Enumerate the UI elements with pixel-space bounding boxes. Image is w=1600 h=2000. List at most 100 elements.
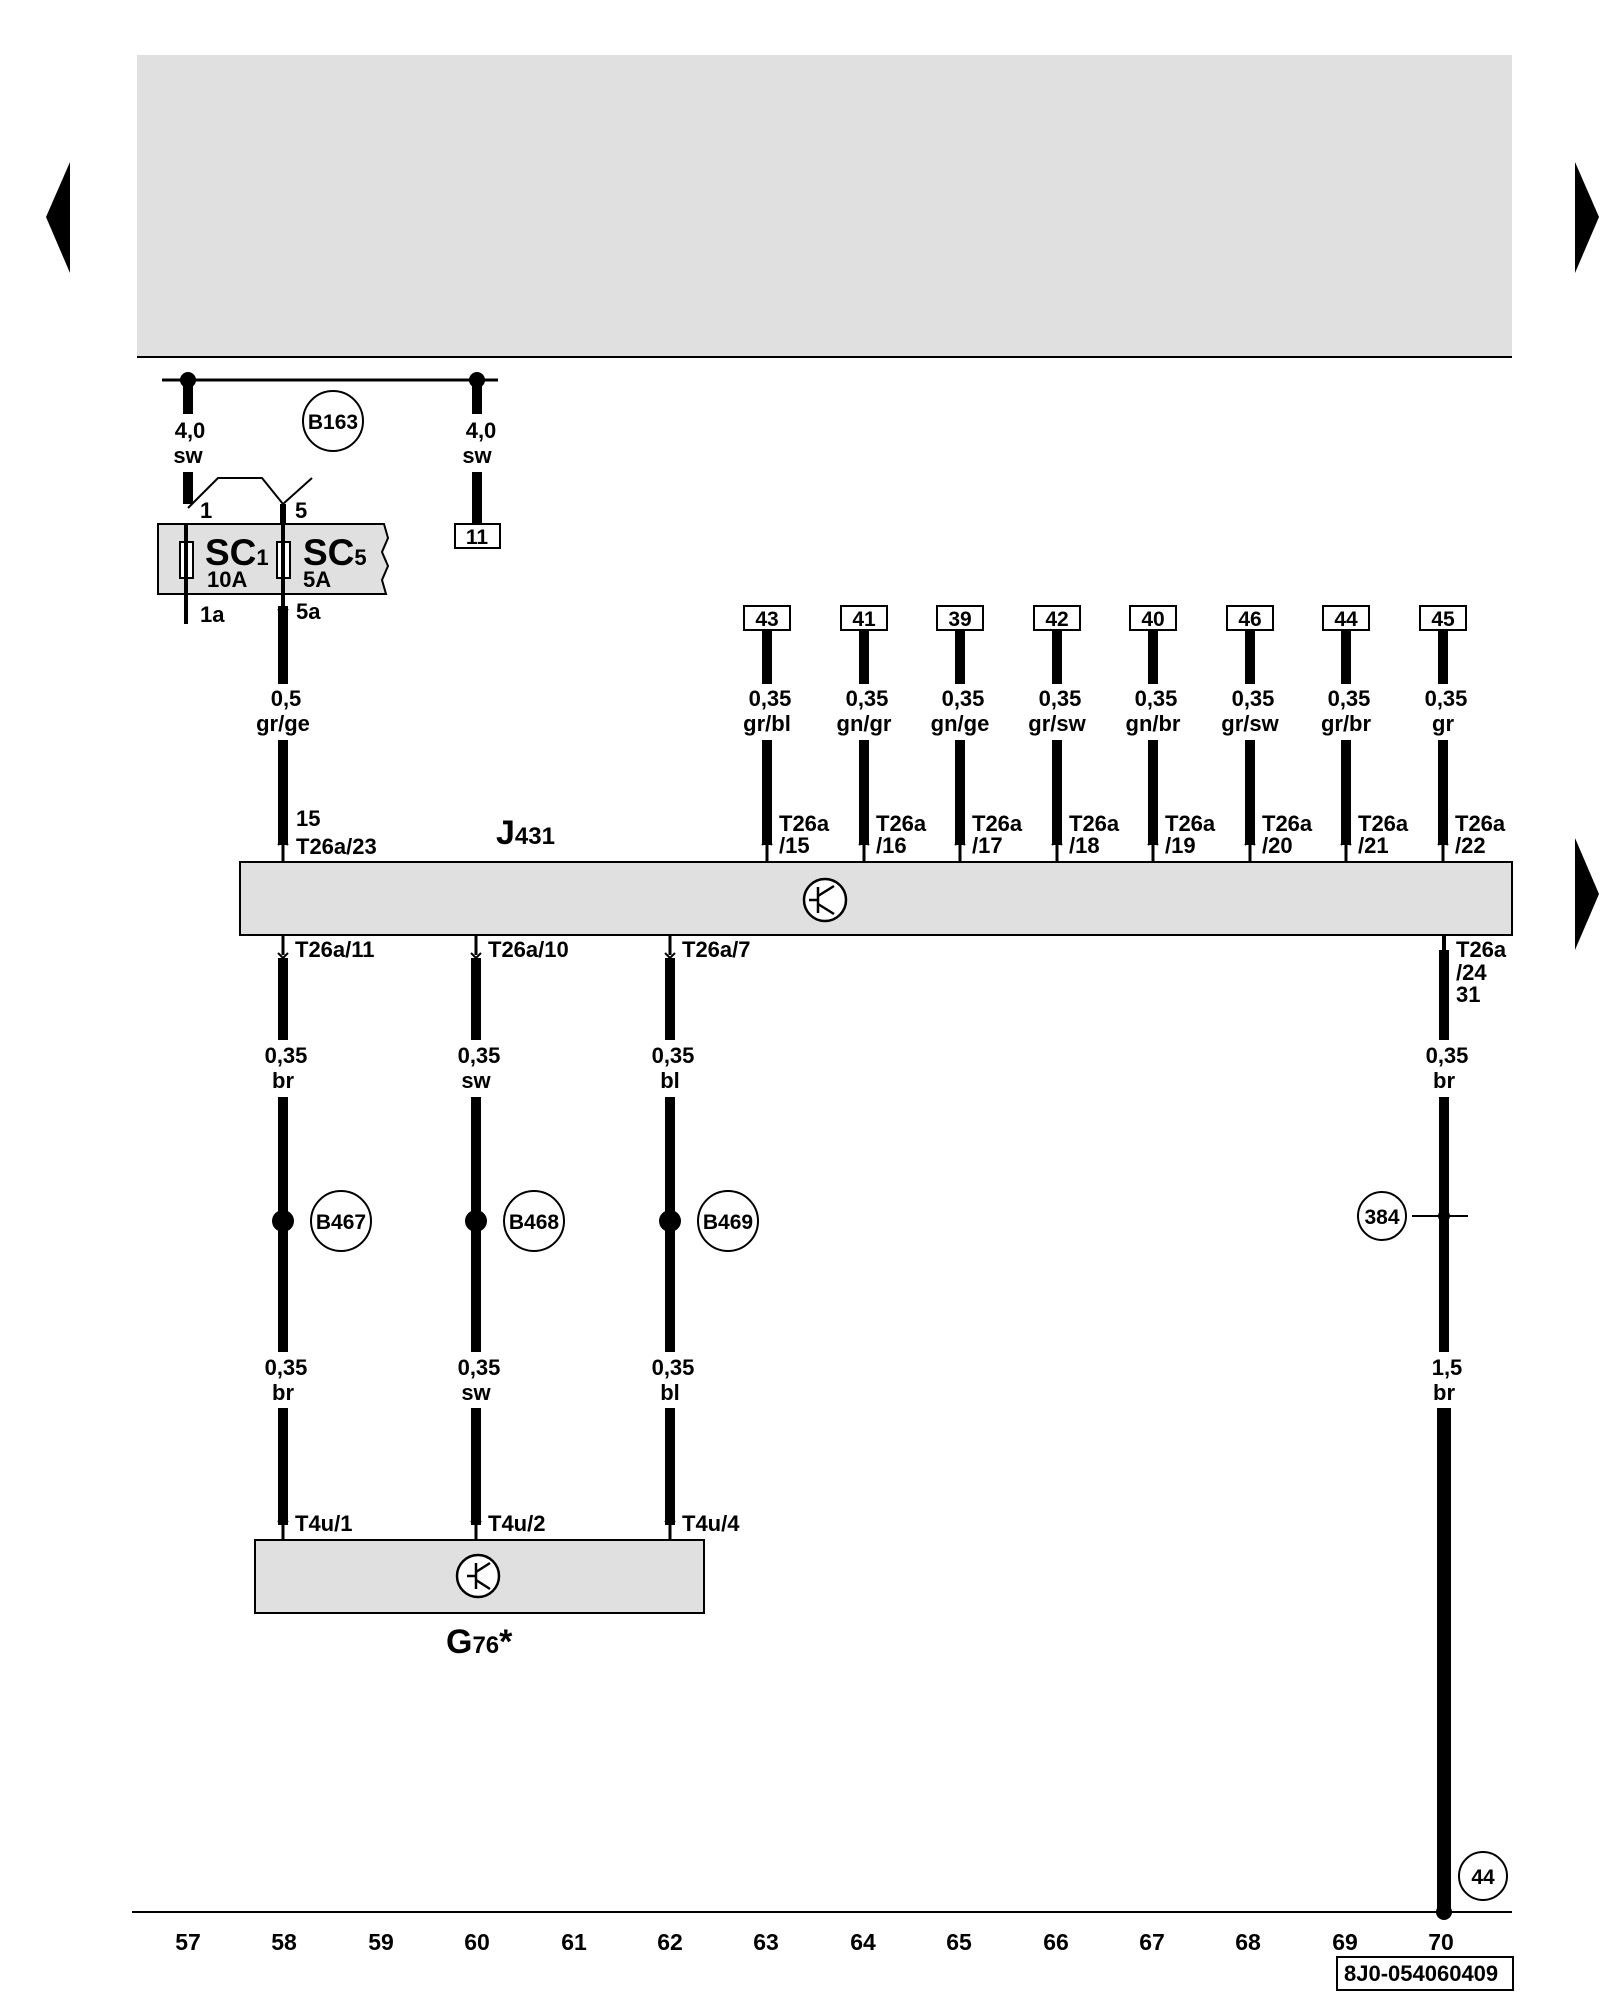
wire-left-gauge: 4,0 <box>175 418 206 443</box>
fuse-sc1-label: SC1 <box>205 532 269 573</box>
lower-pin-label: T26a/10 <box>488 937 569 962</box>
lower-pin-label: T26a/7 <box>682 937 751 962</box>
ref-box-label: 41 <box>852 608 876 631</box>
lower-wire-lower-gauge: 0,35 <box>458 1355 501 1380</box>
ref-box-label: 46 <box>1238 608 1261 631</box>
signal-pin-a: T26a <box>1455 811 1506 836</box>
connector-B467[interactable] <box>310 1190 372 1252</box>
ref-box-11[interactable] <box>454 523 501 549</box>
connector-B468[interactable] <box>503 1190 565 1252</box>
lower-wire-upper-color: br <box>272 1068 294 1093</box>
signal-wire-gauge: 0,35 <box>1425 686 1468 711</box>
signal-pin-arrow <box>858 838 870 846</box>
signal-pin-arrow <box>1437 838 1449 846</box>
signal-pin-arrow <box>1051 838 1063 846</box>
fuse-panel <box>157 523 390 595</box>
splice-node <box>659 1210 681 1232</box>
signal-pin-arrow <box>954 838 966 846</box>
column-number: 68 <box>1235 1929 1261 1955</box>
splice-384[interactable] <box>1357 1191 1407 1241</box>
fuse-sc5-rating: 5A <box>303 567 331 592</box>
signal-pin-arrow <box>1340 838 1352 846</box>
wire-right-color: sw <box>462 443 492 468</box>
g-pin-arrow <box>470 1515 482 1523</box>
J431-control-unit[interactable] <box>239 861 1513 936</box>
lower-wire-upper-color: bl <box>660 1068 680 1093</box>
lower-pin-label: T26a/11 <box>295 937 375 962</box>
splice-node <box>465 1210 487 1232</box>
signal-wire-color: gr/br <box>1321 711 1372 736</box>
wire-5a-pin-arrow <box>277 838 289 846</box>
wire-5a-terminal: 15 <box>296 806 320 831</box>
connector-B163[interactable] <box>302 390 364 452</box>
signal-wire-color: gr/sw <box>1028 711 1086 736</box>
signal-pin-a: T26a <box>876 811 927 836</box>
column-number: 60 <box>464 1929 490 1955</box>
connector-label: B468 <box>509 1211 560 1234</box>
lower-wire-lower-gauge: 0,35 <box>265 1355 308 1380</box>
ref-box-label: 44 <box>1334 608 1358 631</box>
signal-pin-a: T26a <box>779 811 830 836</box>
connector-label: B467 <box>316 1211 366 1234</box>
g-pin-arrow <box>664 1515 676 1523</box>
signal-pin-arrow <box>761 838 773 846</box>
fuse-5a-arrow <box>277 608 289 616</box>
lower-wire-lower-color: bl <box>660 1380 680 1405</box>
ground-wire-pin-a: T26a <box>1456 937 1507 962</box>
lower-wire-upper-gauge: 0,35 <box>265 1043 308 1068</box>
ground-wire-upper-color: br <box>1433 1068 1455 1093</box>
column-number: 64 <box>850 1929 876 1955</box>
ground-wire-pin-b: /24 <box>1456 960 1487 985</box>
splice-384-label: 384 <box>1364 1206 1399 1229</box>
ref-box-44[interactable] <box>1322 605 1370 631</box>
fuse-bridge <box>187 477 284 509</box>
signal-wire-gauge: 0,35 <box>1328 686 1371 711</box>
fuse-pin-5: 5 <box>295 498 307 523</box>
ref-box-39[interactable] <box>936 605 984 631</box>
signal-pin-a: T26a <box>1262 811 1313 836</box>
J431-label: J431 <box>496 814 555 852</box>
ground-wire-upper-gauge: 0,35 <box>1426 1043 1469 1068</box>
lower-wire-lower-color: sw <box>461 1380 491 1405</box>
column-number: 57 <box>175 1929 201 1955</box>
wire-left-color: sw <box>173 443 203 468</box>
column-number: 66 <box>1043 1929 1069 1955</box>
signal-wire-gauge: 0,35 <box>749 686 792 711</box>
next-page-icon[interactable] <box>1575 162 1599 273</box>
ref-box-45[interactable] <box>1419 605 1467 631</box>
next-page-icon-lower[interactable] <box>1575 838 1599 950</box>
signal-wire-color: gr/bl <box>743 711 791 736</box>
G76-electronic-symbol-icon <box>455 1553 501 1599</box>
wire-5a-pin: T26a/23 <box>296 834 377 859</box>
column-number: 62 <box>657 1929 683 1955</box>
g-pin-label: T4u/1 <box>295 1511 352 1536</box>
signal-pin-b: /16 <box>876 833 907 858</box>
connector-label: B469 <box>703 1211 753 1234</box>
connector-B469[interactable] <box>697 1190 759 1252</box>
ref-box-42[interactable] <box>1033 605 1081 631</box>
ref-box-label: 45 <box>1431 608 1455 631</box>
ref-box-43[interactable] <box>743 605 791 631</box>
wire-right-gauge: 4,0 <box>466 418 497 443</box>
ground-wire-lower-gauge: 1,5 <box>1432 1355 1463 1380</box>
column-number: 67 <box>1139 1929 1165 1955</box>
fuse-pin-1a: 1a <box>200 602 225 627</box>
wire-5a-gauge: 0,5 <box>271 686 302 711</box>
signal-pin-b: /21 <box>1358 833 1389 858</box>
doc-code-box <box>1336 1956 1514 1991</box>
fuse-pin-5a: 5a <box>296 599 321 624</box>
ref-box-label: 43 <box>755 608 778 631</box>
prev-page-icon[interactable] <box>46 162 70 273</box>
G76-label: G76* <box>446 1623 513 1661</box>
signal-pin-b: /17 <box>972 833 1003 858</box>
lower-signal-wires: T26a/110,35brB4670,35brT4u/1T26a/100,35s… <box>265 935 759 1540</box>
signal-wire-color: gn/br <box>1126 711 1181 736</box>
ground-point-44[interactable] <box>1458 1851 1508 1901</box>
signal-wire-gauge: 0,35 <box>846 686 889 711</box>
fuse-sc1-rating: 10A <box>207 567 247 592</box>
signal-pin-a: T26a <box>972 811 1023 836</box>
column-number: 59 <box>368 1929 394 1955</box>
signal-pin-a: T26a <box>1358 811 1409 836</box>
signal-pin-b: /15 <box>779 833 810 858</box>
